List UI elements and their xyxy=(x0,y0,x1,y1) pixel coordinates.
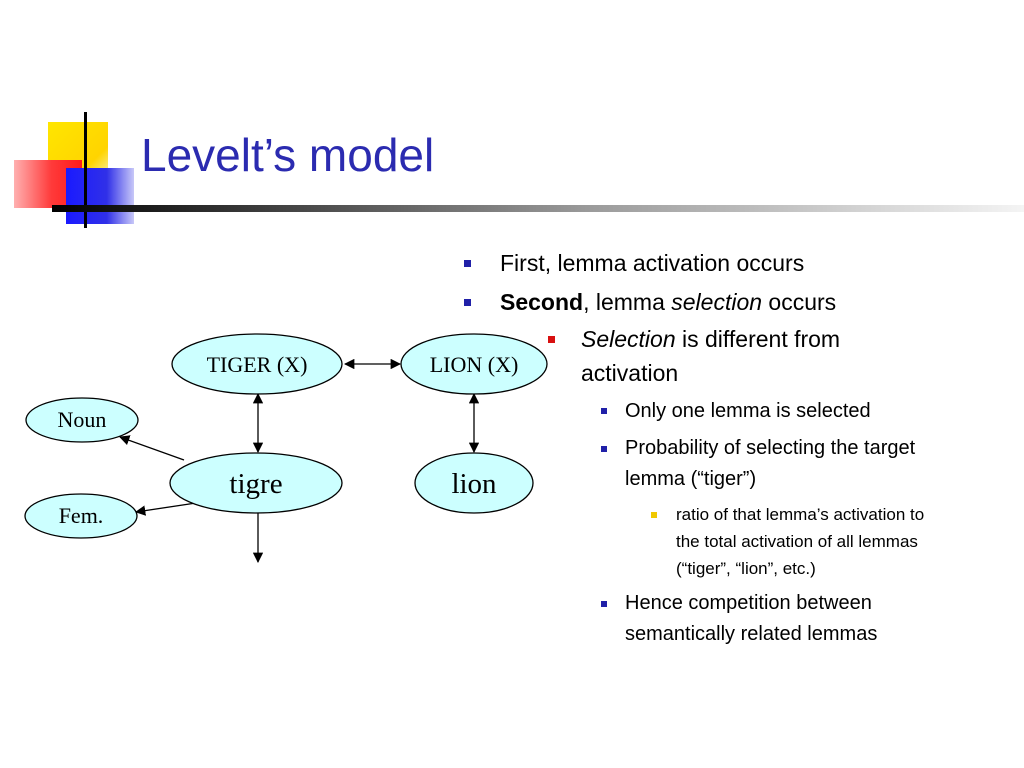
decor-blue-square xyxy=(66,168,134,224)
bullet-marker xyxy=(651,512,657,518)
bullet-marker xyxy=(548,336,555,343)
node-fem-ellipse xyxy=(24,493,138,539)
node-tiger-label: TIGER (X) xyxy=(207,352,308,377)
edge-tigre-fem xyxy=(134,502,197,516)
node-lion-lemma-label: lion xyxy=(451,468,497,500)
decor-vertical-line xyxy=(84,112,87,228)
bullet-marker xyxy=(464,299,471,306)
slide-title: Levelt’s model xyxy=(141,129,435,181)
bullet-text: First, lemma activation occurs xyxy=(500,250,805,276)
node-noun-label: Noun xyxy=(58,407,107,432)
title-underline xyxy=(52,205,1024,212)
bullet-text: (“tiger”, “lion”, etc.) xyxy=(676,559,816,578)
node-lion-concept-ellipse xyxy=(400,333,548,395)
bullet-text: , lemma xyxy=(583,289,672,315)
subsubbullet-ratio: ratio of that lemma’s activation to the … xyxy=(676,501,924,582)
bullet-text: occurs xyxy=(762,289,837,315)
node-fem-label: Fem. xyxy=(59,503,104,528)
subbullet-competition: Hence competition between semantically r… xyxy=(625,588,877,650)
bullet-text: ratio of that lemma’s activation to xyxy=(676,505,925,524)
node-lion-concept-label: LION (X) xyxy=(430,352,519,377)
bullet-text: Probability of selecting the target xyxy=(625,437,916,459)
node-tigre-label: tigre xyxy=(229,468,282,500)
subbullet-selection-different: Selection is different from activation xyxy=(581,322,840,390)
bullet-text: lemma (“tiger”) xyxy=(625,468,757,490)
node-tiger-ellipse xyxy=(171,333,343,395)
bullet-text: Hence competition between xyxy=(625,592,872,614)
bullet-marker xyxy=(601,601,607,607)
bullet-text: is different from xyxy=(675,326,841,352)
subbullet-probability: Probability of selecting the target lemm… xyxy=(625,433,915,495)
node-noun-ellipse xyxy=(25,397,139,443)
bullet-marker xyxy=(601,408,607,414)
bullet-marker xyxy=(464,260,471,267)
edge-tigre-noun xyxy=(119,435,185,461)
bullet-bold-word: Second xyxy=(500,289,584,315)
node-tigre-ellipse xyxy=(169,452,343,514)
bullet-italic-word: Selection xyxy=(581,326,676,352)
bullet-marker xyxy=(601,446,607,452)
node-lion-lemma-ellipse xyxy=(414,452,534,514)
bullet-text: activation xyxy=(581,360,679,386)
bullet-italic-word: selection xyxy=(671,289,763,315)
subbullet-one-lemma: Only one lemma is selected xyxy=(625,396,871,427)
bullet-text: the total activation of all lemmas xyxy=(676,532,918,551)
bullet-lemma-activation: First, lemma activation occurs xyxy=(500,249,804,277)
bullet-lemma-selection: Second, lemma selection occurs xyxy=(500,288,836,316)
lemma-network-diagram: TIGER (X) LION (X) Noun tigre lion Fem. xyxy=(24,333,548,564)
bullet-text: Only one lemma is selected xyxy=(625,400,871,422)
bullet-text: semantically related lemmas xyxy=(625,623,878,645)
